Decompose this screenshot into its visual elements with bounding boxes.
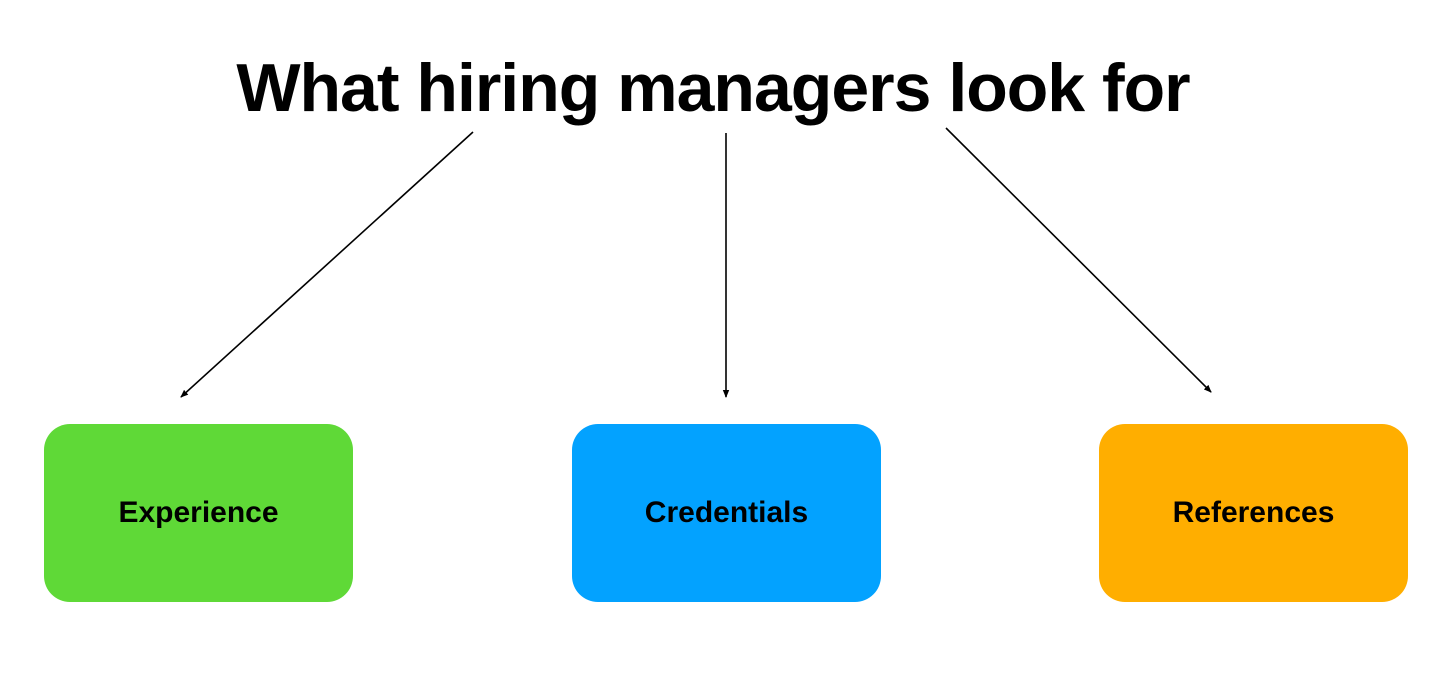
arrow-to-experience [180,131,474,398]
node-experience: Experience [44,424,353,602]
node-credentials-label: Credentials [644,496,809,529]
node-references-label: References [1172,496,1335,529]
node-experience-label: Experience [118,496,279,529]
node-references: References [1099,424,1408,602]
diagram-title: What hiring managers look for [236,50,1190,126]
node-credentials: Credentials [572,424,881,602]
arrow-to-references [945,127,1212,393]
